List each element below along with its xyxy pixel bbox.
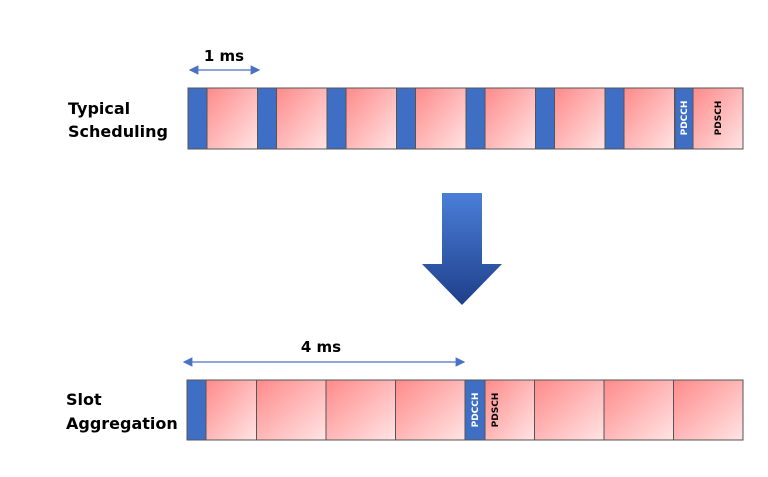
typical-pdcch-block: PDCCH [674, 87, 694, 150]
typical-pdsch-label: PDSCH [714, 101, 724, 136]
typical-data-region [484, 87, 536, 150]
typical-scheduling-group: Typical Scheduling 1 ms PDCCH PDSCH [68, 47, 744, 150]
aggregation-data-region [205, 379, 257, 441]
typical-pdcch-label: PDCCH [680, 101, 690, 136]
typical-control-region [326, 87, 347, 150]
typical-duration-label: 1 ms [204, 47, 244, 65]
aggregation-data-region [534, 379, 605, 441]
down-arrow-icon [422, 193, 502, 305]
aggregation-data-region [395, 379, 466, 441]
typical-data-region [554, 87, 606, 150]
typical-control-region [535, 87, 555, 150]
typical-control-region [604, 87, 625, 150]
typical-pdsch-block: PDSCH [692, 87, 744, 150]
typical-control-region [465, 87, 486, 150]
aggregation-pdsch-label: PDSCH [491, 393, 501, 428]
aggregation-pdcch-label: PDCCH [471, 393, 481, 428]
typical-slot-row [187, 87, 675, 150]
typical-data-region [345, 87, 397, 150]
aggregation-duration-label: 4 ms [301, 338, 341, 356]
aggregation-pdsch-block [484, 379, 535, 441]
typical-data-region [415, 87, 467, 150]
aggregation-data-region [256, 379, 327, 441]
typical-control-region [257, 87, 277, 150]
aggregation-slot-row: PDCCH PDSCH [186, 379, 744, 441]
aggregation-title-line2: Aggregation [66, 414, 178, 433]
slot-aggregation-group: Slot Aggregation 4 ms PDCCH PDSCH [66, 338, 744, 441]
aggregation-title-line1: Slot [66, 390, 102, 409]
typical-title-line1: Typical [68, 99, 130, 118]
aggregation-data-region [673, 379, 744, 441]
typical-data-region [206, 87, 258, 150]
typical-control-region [396, 87, 416, 150]
aggregation-data-region [603, 379, 674, 441]
typical-title-line2: Scheduling [68, 122, 168, 141]
typical-data-region [276, 87, 328, 150]
aggregation-data-region [325, 379, 396, 441]
typical-control-region [187, 87, 208, 150]
aggregation-control-region [186, 379, 207, 441]
typical-data-region [623, 87, 675, 150]
